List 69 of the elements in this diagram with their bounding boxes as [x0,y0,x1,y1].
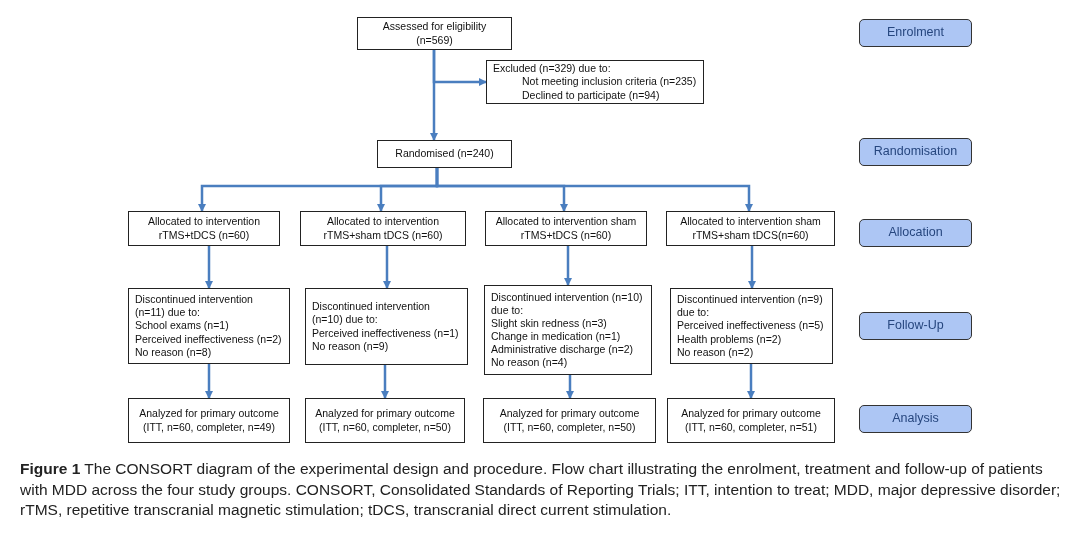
process-box [486,60,704,104]
process-box [128,288,290,364]
box-text: Health problems (n=2) [677,332,783,346]
box-text: Declined to participate (n=94) [521,88,661,102]
box-text: (ITT, n=60, completer, n=51) [685,420,817,434]
stage-label: Follow-Up [887,318,944,334]
box-text: Analyzed for primary outcome [499,407,640,421]
stage-label-box [859,312,972,340]
box-text: Allocated to intervention rTMS+sham tDCS (n=60) [322,215,444,242]
process-box [484,285,652,375]
process-box [357,17,512,50]
stage-label: Analysis [892,411,939,427]
process-box [300,211,466,246]
box-text: Allocated to intervention sham rTMS+sham tDCS(n=60) [679,215,822,242]
box-text: Analyzed for primary outcome [681,407,821,421]
box-text: Analyzed for primary outcome [315,407,455,421]
stage-label: Enrolment [887,25,944,41]
process-box [128,211,280,246]
arrow [566,375,574,399]
box-text: Discontinued intervention (n=10) due to: [491,290,644,317]
stage-label: Allocation [888,225,943,241]
box-text: Not meeting inclusion criteria (n=235) [521,75,697,89]
box-text: Change in medication (n=1) [491,330,622,344]
stage-label: Randomisation [873,144,958,160]
arrow [205,364,213,399]
arrow [747,364,755,399]
arrow [381,365,389,399]
box-text: Perceived ineffectiveness (n=1) [312,326,460,340]
box-text: Discontinued intervention (n=11) due to: [135,293,254,320]
process-box [485,211,647,246]
box-text: Discontinued intervention (n=9) due to: [677,293,824,320]
box-text: No reason (n=2) [677,345,755,359]
figure-caption: Figure 1 The CONSORT diagram of the experimental design and procedure. Flow chart illustrating the enrolment, treatment and follow-up of patients with MDD across the four study groups. CONSORT, Consolidated Standards of Reporting Trials; ITT, intention to treat; MDD, major depressive disorder; rTMS, repetitive transcranial magnetic stimulation; tDCS, transcranial direct current stimulation. [20,459,1062,521]
box-text: Allocated to intervention rTMS+tDCS (n=60) [146,215,262,242]
box-text: (ITT, n=60, completer, n=49) [143,420,275,434]
process-box [305,398,465,443]
arrow [435,168,753,212]
box-text: Slight skin redness (n=3) [491,316,608,330]
box-text: No reason (n=8) [135,345,213,359]
stage-label-box [859,405,972,433]
box-text: Excluded (n=329) due to: [493,62,612,76]
box-text: No reason (n=9) [312,339,390,353]
process-box [128,398,290,443]
box-text: No reason (n=4) [491,356,569,370]
process-box [670,288,833,364]
arrow [205,246,213,289]
box-text: Administrative discharge (n=2) [491,343,635,357]
box-text: Assessed for eligibility (n=569) [381,20,488,47]
box-text: (ITT, n=60, completer, n=50) [503,420,636,434]
box-text: Analyzed for primary outcome [139,407,279,421]
arrow [564,246,572,286]
stage-label-box [859,219,972,247]
box-text: Perceived ineffectiveness (n=5) [677,319,825,333]
box-text: Allocated to intervention sham rTMS+tDCS (n=60) [494,215,638,242]
box-text: School exams (n=1) [135,319,230,333]
box-text: (ITT, n=60, completer, n=50) [319,420,451,434]
arrow [748,246,756,289]
process-box [305,288,468,365]
box-text: Perceived ineffectiveness (n=2) [135,332,283,346]
process-box [377,140,512,168]
box-text: Randomised (n=240) [395,147,494,161]
stage-label-box [859,19,972,47]
arrow [383,246,391,289]
process-box [483,398,656,443]
box-text: Discontinued intervention (n=10) due to: [312,300,431,327]
stage-label-box [859,138,972,166]
process-box [666,211,835,246]
arrow [430,50,438,141]
process-box [667,398,835,443]
